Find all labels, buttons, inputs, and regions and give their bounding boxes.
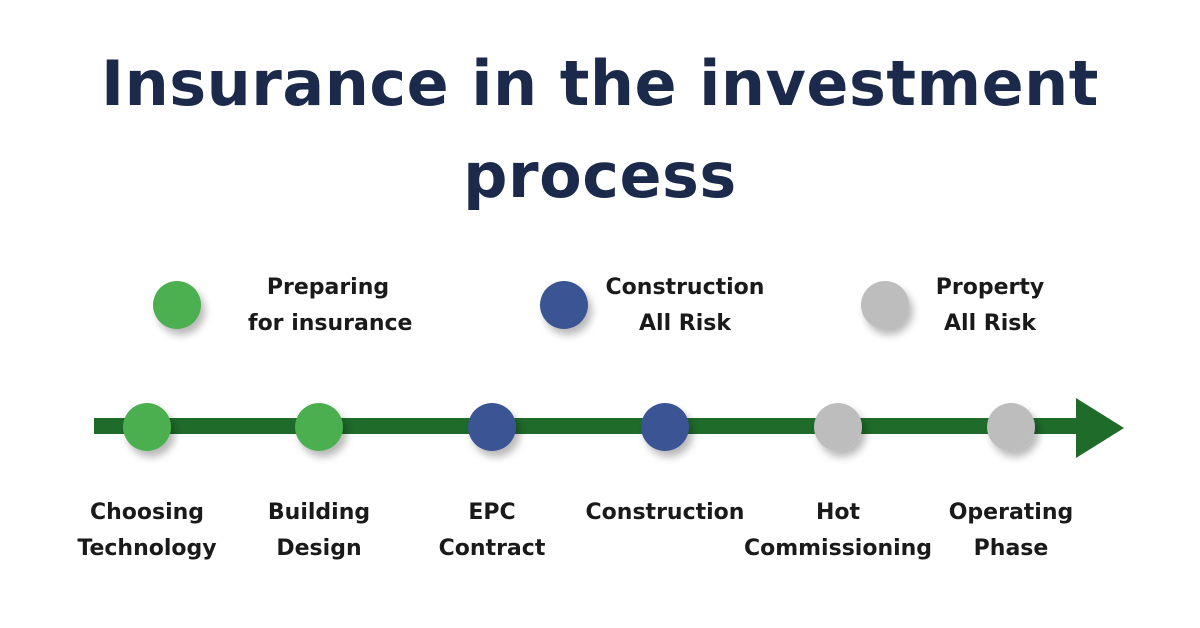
timeline-arrow-head <box>1076 398 1124 458</box>
step-dot-2 <box>295 403 343 451</box>
step-dot-5 <box>814 403 862 451</box>
step-label-3-line-1: EPC <box>468 500 516 525</box>
title-line-2: process <box>463 139 737 212</box>
legend-label-construction-all-risk: Construction All Risk <box>605 275 765 336</box>
step-label-5-line-2: Commissioning <box>743 536 933 561</box>
title-line-1: Insurance in the investment <box>101 47 1099 120</box>
step-dot-3 <box>468 403 516 451</box>
legend-label-preparing: Preparing for insurance <box>248 275 413 336</box>
step-dot-4 <box>641 403 689 451</box>
step-label-1-line-1: Choosing <box>89 500 205 525</box>
step-label-2-line-2: Design <box>276 536 362 561</box>
step-label-4-line-1: Construction <box>585 500 745 525</box>
legend-dot-property-all-risk <box>861 281 909 329</box>
step-dot-6 <box>987 403 1035 451</box>
legend-dot-preparing <box>153 281 201 329</box>
step-dot-1 <box>123 403 171 451</box>
step-label-3-line-2: Contract <box>438 536 546 561</box>
step-label-4: Construction <box>586 495 745 531</box>
step-label-1-line-2: Technology <box>77 536 217 561</box>
step-label-5-line-1: Hot <box>815 500 861 525</box>
legend-label-property-all-risk: Property All Risk <box>935 275 1045 336</box>
step-label-2-line-1: Building <box>267 500 371 525</box>
timeline-arrow-shaft <box>94 418 1084 434</box>
step-label-6-line-2: Phase <box>973 536 1049 561</box>
page-title: Insurance in the investment process <box>0 38 1200 222</box>
step-label-6-line-1: Operating <box>948 500 1074 525</box>
step-label-3: EPC Contract <box>439 495 546 567</box>
legend-dot-construction-all-risk <box>540 281 588 329</box>
